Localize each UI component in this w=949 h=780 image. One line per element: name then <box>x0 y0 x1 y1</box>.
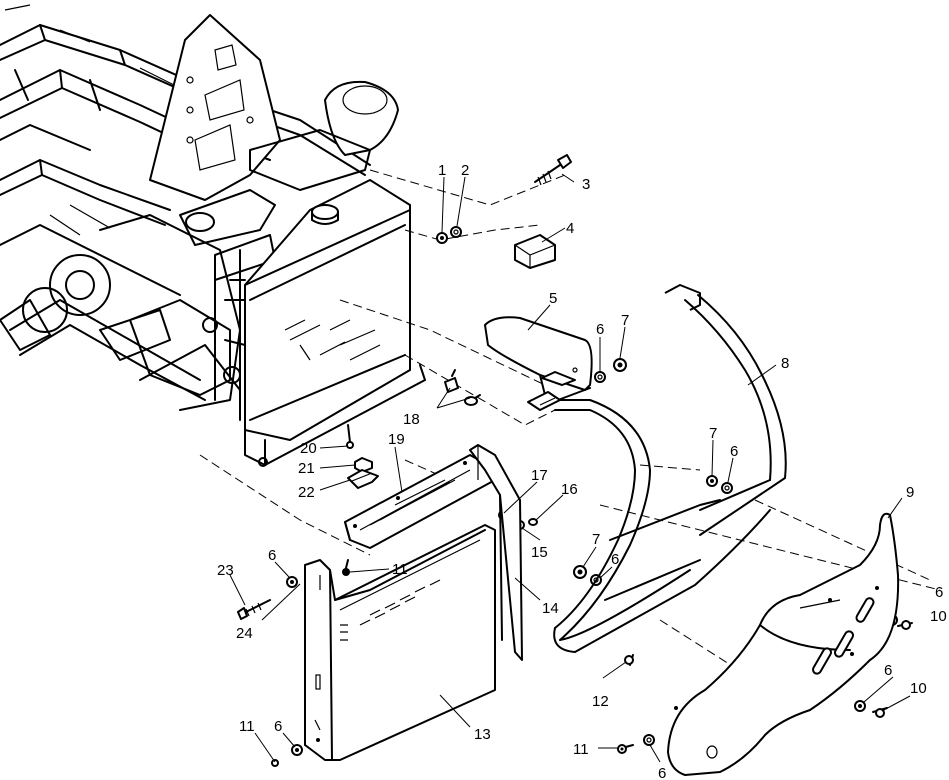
callout-23: 23 <box>217 562 234 579</box>
callout-labels: 1 2 3 4 5 6 7 8 7 6 9 18 20 19 21 22 17 … <box>217 162 947 780</box>
callout-6h: 6 <box>658 765 666 780</box>
callout-4: 4 <box>566 220 574 237</box>
callout-11a: 11 <box>392 561 408 578</box>
callout-12: 12 <box>592 693 609 710</box>
callout-10a: 10 <box>930 608 947 625</box>
hardware <box>237 154 913 767</box>
callout-20: 20 <box>300 440 317 457</box>
callout-7c: 7 <box>592 531 600 548</box>
callout-2: 2 <box>461 162 469 179</box>
callout-11c: 11 <box>573 741 589 758</box>
callout-14: 14 <box>542 600 559 617</box>
callout-24: 24 <box>236 625 253 642</box>
callout-22: 22 <box>298 484 315 501</box>
radiator <box>244 179 426 467</box>
callout-7a: 7 <box>621 312 629 329</box>
callout-17: 17 <box>531 467 548 484</box>
callout-6d: 6 <box>268 547 276 564</box>
callout-16: 16 <box>561 481 578 498</box>
callout-13: 13 <box>474 726 491 743</box>
callout-6c: 6 <box>611 551 619 568</box>
callout-6f: 6 <box>884 662 892 679</box>
callout-9: 9 <box>906 484 914 501</box>
callout-10b: 10 <box>910 680 927 697</box>
skid-plate-9 <box>667 512 900 776</box>
callout-18: 18 <box>403 411 420 428</box>
vehicle-frame <box>0 4 399 421</box>
callout-5: 5 <box>549 290 557 307</box>
callout-6e: 6 <box>935 584 943 601</box>
leader-lines <box>229 173 911 763</box>
callout-21: 21 <box>298 460 315 477</box>
callout-11b: 11 <box>239 718 255 735</box>
callout-1: 1 <box>438 162 446 179</box>
callout-7b: 7 <box>709 425 717 442</box>
callout-6g: 6 <box>274 718 282 735</box>
front-shroud-13 <box>304 444 523 761</box>
callout-19: 19 <box>388 431 405 448</box>
bracket-5 <box>484 316 593 401</box>
callout-15: 15 <box>531 544 548 561</box>
callout-8: 8 <box>781 355 789 372</box>
callout-6b: 6 <box>730 443 738 460</box>
callout-6a: 6 <box>596 321 604 338</box>
callout-3: 3 <box>582 176 590 193</box>
